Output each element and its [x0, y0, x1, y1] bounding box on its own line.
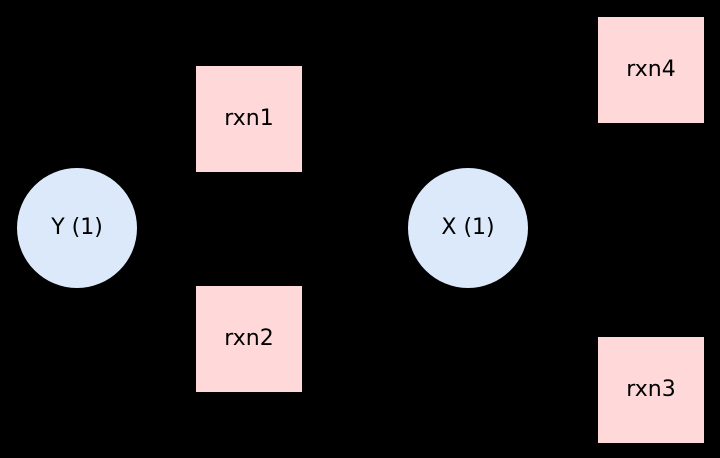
node-label: rxn4: [626, 57, 676, 82]
reaction-node-rxn4: rxn4: [598, 17, 704, 123]
reaction-node-rxn1: rxn1: [196, 66, 302, 172]
node-label: rxn1: [224, 106, 274, 131]
node-label: X (1): [441, 215, 495, 240]
node-label: rxn3: [626, 377, 676, 402]
node-label: rxn2: [224, 326, 274, 351]
species-node-x: X (1): [408, 168, 528, 288]
reaction-node-rxn2: rxn2: [196, 286, 302, 392]
reaction-node-rxn3: rxn3: [598, 337, 704, 443]
species-node-y: Y (1): [17, 168, 137, 288]
node-label: Y (1): [51, 215, 103, 240]
